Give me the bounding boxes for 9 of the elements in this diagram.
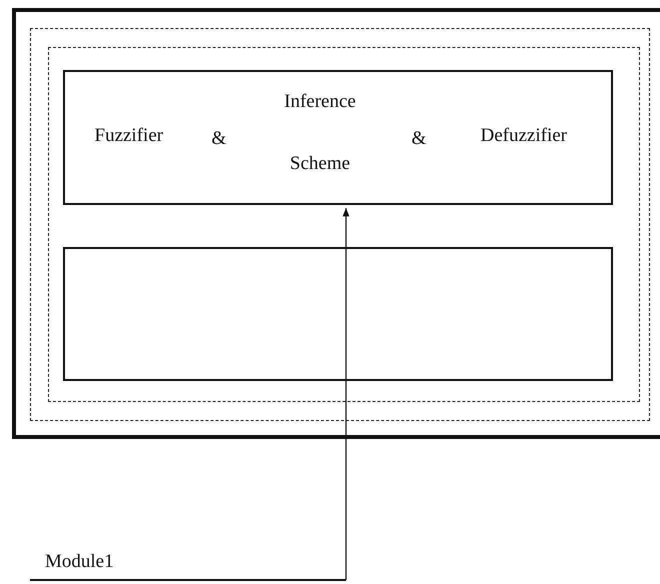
ampersand-label: & (412, 128, 426, 150)
empty-box (63, 247, 613, 381)
block-label: Fuzzifier (94, 125, 164, 147)
module-box (63, 70, 613, 205)
leader-line (342, 208, 350, 580)
block-label: Inference Scheme (283, 90, 357, 176)
block-label: Defuzzifier (480, 125, 567, 147)
ampersand-label: & (212, 128, 226, 150)
module-label: Module1 (45, 551, 114, 573)
